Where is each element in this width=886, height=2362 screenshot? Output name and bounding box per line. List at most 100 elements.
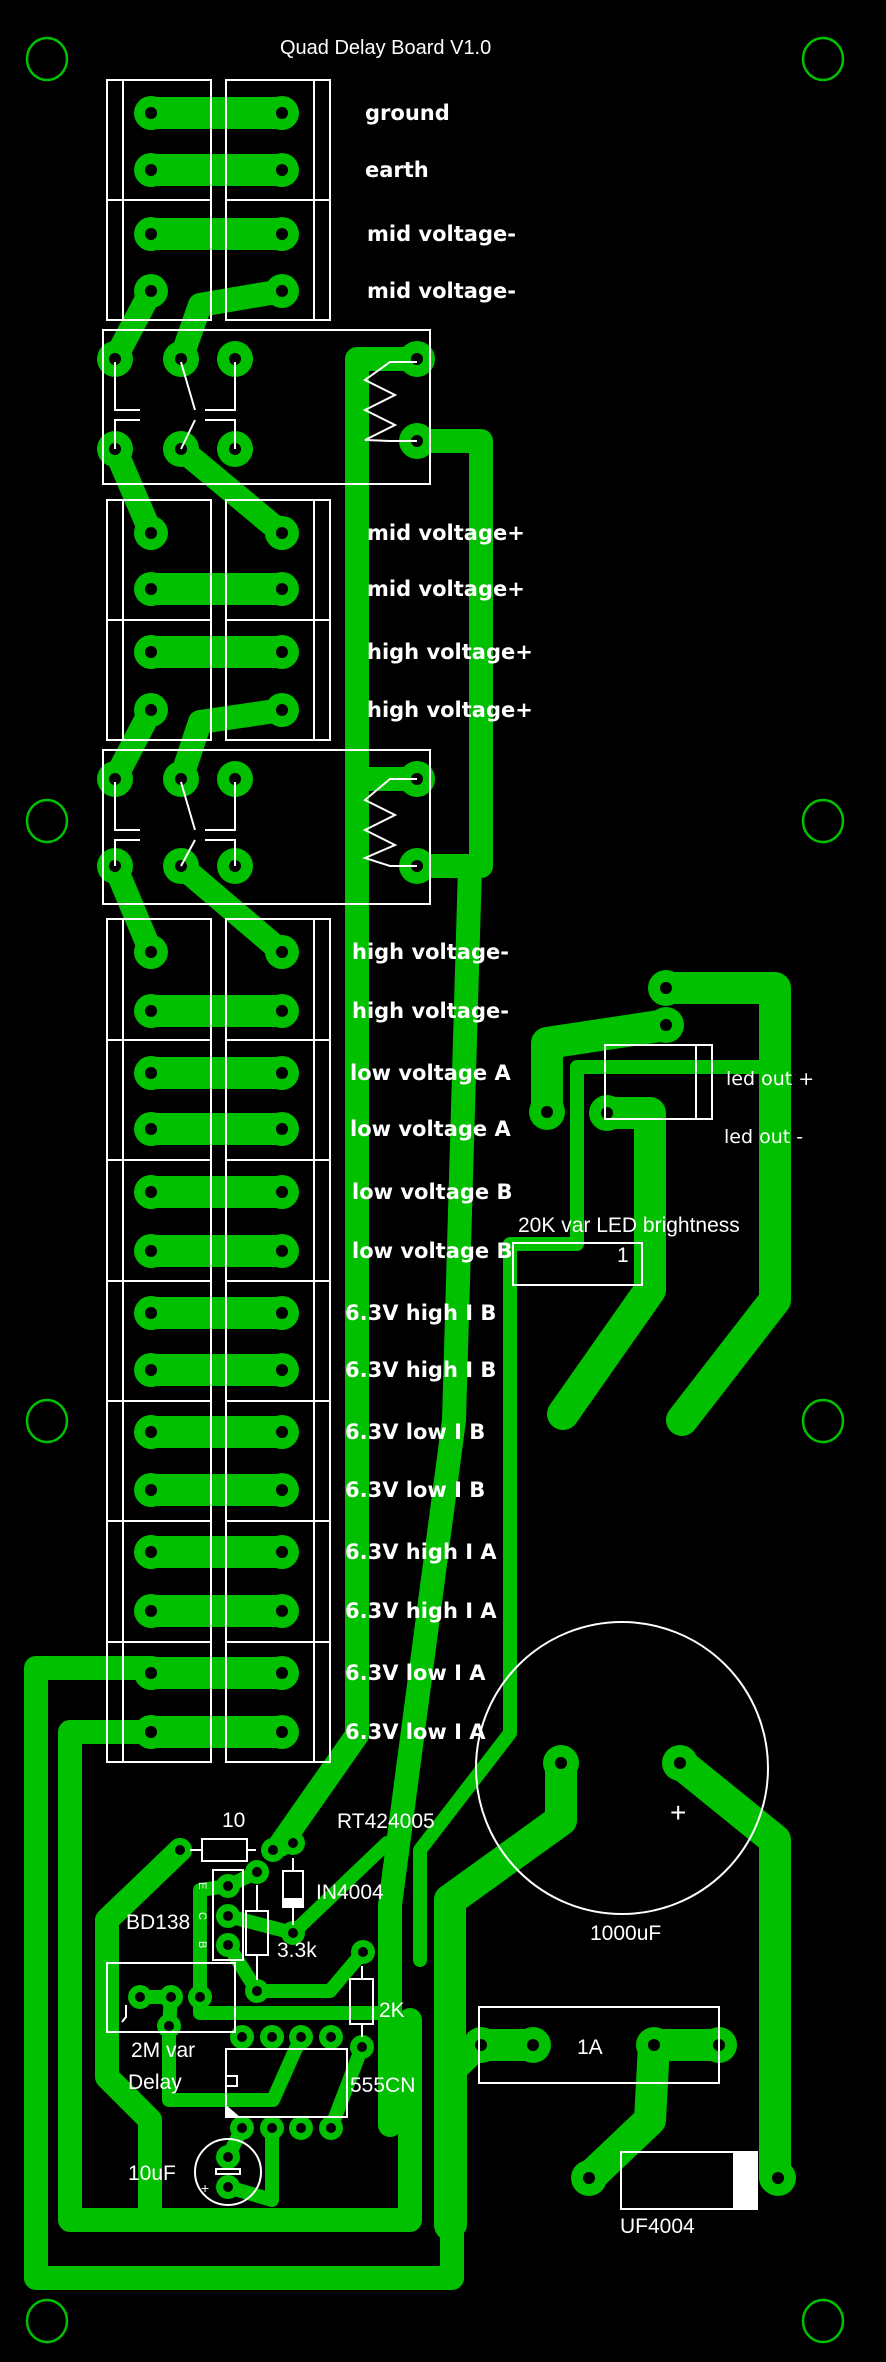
- led-out-plus-label: led out +: [726, 1068, 814, 1090]
- drill-hole: [195, 1992, 205, 2002]
- drill-hole: [223, 2182, 233, 2192]
- terminal-label: low voltage B: [352, 1239, 512, 1263]
- r2k-label: 2K: [379, 1999, 405, 2022]
- drill-hole: [145, 164, 157, 176]
- drill-hole: [267, 2032, 277, 2042]
- drill-hole: [288, 1928, 298, 1938]
- pot-label: 2M var: [131, 2039, 195, 2062]
- drill-hole: [267, 2123, 277, 2133]
- drill-hole: [527, 2039, 539, 2051]
- drill-hole: [145, 1186, 157, 1198]
- terminal-label: 6.3V low I B: [345, 1478, 485, 1502]
- terminal-label: low voltage B: [352, 1180, 512, 1204]
- drill-hole: [145, 1245, 157, 1257]
- terminal-label: mid voltage-: [367, 222, 516, 246]
- cap-big-label: 1000uF: [590, 1922, 661, 1945]
- terminal-label: 6.3V low I A: [345, 1661, 486, 1685]
- drill-hole: [164, 2021, 174, 2031]
- drill-hole: [252, 1986, 262, 1996]
- r33-label: 3.3k: [277, 1939, 317, 1962]
- pin-b-label: B: [196, 1941, 208, 1948]
- led-out-minus-label: led out -: [724, 1126, 803, 1148]
- cap-small-label: 10uF: [128, 2162, 176, 2185]
- drill-hole: [296, 2123, 306, 2133]
- drill-hole: [237, 2032, 247, 2042]
- drill-hole: [276, 1067, 288, 1079]
- drill-hole: [276, 1726, 288, 1738]
- drill-hole: [223, 1881, 233, 1891]
- drill-hole: [583, 2172, 595, 2184]
- drill-hole: [175, 773, 187, 785]
- drill-hole: [555, 1757, 567, 1769]
- pin-e-label: E: [196, 1882, 208, 1889]
- drill-hole: [358, 1947, 368, 1957]
- drill-hole: [145, 285, 157, 297]
- cap-big-plus: +: [670, 1797, 686, 1828]
- drill-hole: [145, 1484, 157, 1496]
- drill-hole: [145, 1546, 157, 1558]
- terminal-label: ground: [365, 101, 450, 125]
- drill-hole: [276, 228, 288, 240]
- relay-label: RT424005: [337, 1810, 435, 1833]
- drill-hole: [276, 1546, 288, 1558]
- pin-c-label: C: [196, 1912, 208, 1920]
- terminal-label: mid voltage-: [367, 279, 516, 303]
- drill-hole: [276, 527, 288, 539]
- drill-hole: [145, 1307, 157, 1319]
- drill-hole: [601, 1107, 613, 1119]
- drill-hole: [109, 353, 121, 365]
- terminal-label: 6.3V high I A: [345, 1599, 497, 1623]
- drill-hole: [326, 2123, 336, 2133]
- drill-hole: [660, 982, 672, 994]
- drill-hole: [276, 1307, 288, 1319]
- ic-label: 555CN: [350, 2074, 415, 2097]
- drill-hole: [145, 583, 157, 595]
- drill-hole: [223, 1940, 233, 1950]
- transistor-label: BD138: [126, 1911, 190, 1934]
- drill-hole: [223, 1911, 233, 1921]
- drill-hole: [276, 1186, 288, 1198]
- drill-hole: [648, 2039, 660, 2051]
- drill-hole: [296, 2032, 306, 2042]
- terminal-label: 6.3V high I B: [345, 1301, 496, 1325]
- terminal-label: earth: [365, 158, 429, 182]
- terminal-label: high voltage-: [352, 999, 509, 1023]
- drill-hole: [145, 228, 157, 240]
- drill-hole: [229, 353, 241, 365]
- pot-delay-label: Delay: [128, 2071, 182, 2094]
- drill-hole: [223, 2152, 233, 2162]
- drill-hole: [145, 1123, 157, 1135]
- led-pot-label: 20K var LED brightness: [518, 1214, 740, 1237]
- terminal-label: 6.3V low I B: [345, 1420, 485, 1444]
- drill-hole: [175, 1845, 185, 1855]
- r10-label: 10: [222, 1809, 245, 1832]
- drill-hole: [276, 1426, 288, 1438]
- board-title: Quad Delay Board V1.0: [280, 37, 491, 59]
- drill-hole: [145, 1605, 157, 1617]
- drill-hole: [276, 583, 288, 595]
- drill-hole: [276, 1245, 288, 1257]
- drill-hole: [326, 2032, 336, 2042]
- component-labels: led out + led out - 20K var LED brightne…: [126, 1068, 814, 2238]
- rectifier-label: UF4004: [620, 2215, 695, 2238]
- terminal-label: 6.3V high I A: [345, 1540, 497, 1564]
- drill-hole: [772, 2172, 784, 2184]
- drill-hole: [276, 704, 288, 716]
- drill-hole: [166, 1992, 176, 2002]
- drill-hole: [276, 1484, 288, 1496]
- drill-hole: [145, 1067, 157, 1079]
- led-pot-pin1-label: 1: [617, 1244, 629, 1267]
- drill-hole: [276, 107, 288, 119]
- drill-hole: [288, 1838, 298, 1848]
- terminal-label: 6.3V high I B: [345, 1358, 496, 1382]
- drill-hole: [175, 353, 187, 365]
- drill-hole: [145, 527, 157, 539]
- drill-hole: [268, 1845, 278, 1855]
- drill-hole: [237, 2123, 247, 2133]
- drill-hole: [145, 1426, 157, 1438]
- drill-hole: [145, 107, 157, 119]
- drill-hole: [276, 946, 288, 958]
- terminal-label: low voltage A: [350, 1117, 511, 1141]
